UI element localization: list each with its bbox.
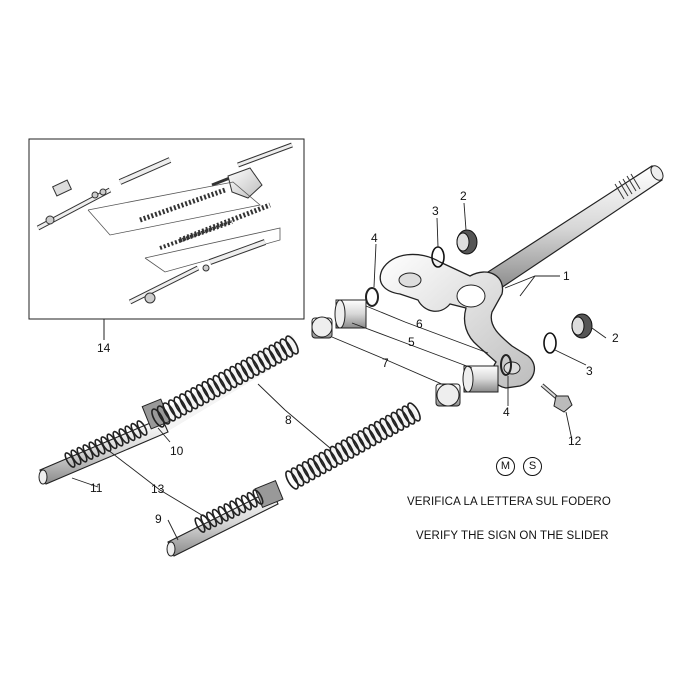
- callout-3-top: 3: [432, 204, 439, 218]
- inset-complete-fork-kit: [28, 138, 305, 320]
- callout-9: 9: [155, 512, 162, 526]
- upper-bush-group: [311, 287, 379, 339]
- callout-5: 5: [408, 335, 415, 349]
- note-english: VERIFY THE SIGN ON THE SLIDER: [416, 530, 609, 542]
- callout-labels: 1 2 3 4 2 3 4 6 5 7 8 10 11 13 9 12 14: [90, 189, 619, 526]
- inset-leg-lower: [128, 239, 267, 305]
- rebound-spring-lower-coils: [194, 489, 264, 533]
- callout-12: 12: [568, 434, 582, 448]
- rebound-spring-upper-coils: [64, 420, 148, 468]
- screw: [540, 383, 573, 413]
- inset-guide-lines: [87, 181, 281, 273]
- fork-leg-lower: [166, 479, 284, 557]
- marker-m-badge: M: [496, 457, 515, 476]
- main-spring-upper-coils: [151, 335, 299, 428]
- fork-spring-upper: [152, 334, 300, 436]
- callout-4-bottom: 4: [503, 405, 510, 419]
- inset-springs: [139, 187, 271, 250]
- callout-2-top: 2: [460, 189, 467, 203]
- callout-11: 11: [90, 481, 103, 495]
- leader-lines: [71, 202, 607, 541]
- steering-yoke: [379, 165, 664, 389]
- marker-s-badge: S: [523, 457, 542, 476]
- lower-bush-group: [435, 354, 512, 407]
- note-italian: VERIFICA LA LETTERA SUL FODERO: [407, 496, 611, 508]
- callout-1: 1: [563, 269, 570, 283]
- callout-8: 8: [285, 413, 292, 427]
- callout-14: 14: [97, 341, 111, 355]
- main-spring-lower-coils: [285, 402, 421, 490]
- callout-4-top: 4: [371, 231, 378, 245]
- callout-2-right: 2: [612, 331, 619, 345]
- callout-13: 13: [151, 482, 165, 496]
- dust-cap-lower: [543, 313, 593, 354]
- fork-leg-upper: [38, 398, 171, 485]
- callout-6: 6: [416, 317, 423, 331]
- inset-leg-upper: [36, 142, 293, 231]
- callout-7: 7: [382, 356, 389, 370]
- callout-10: 10: [170, 444, 184, 458]
- callout-3-right: 3: [586, 364, 593, 378]
